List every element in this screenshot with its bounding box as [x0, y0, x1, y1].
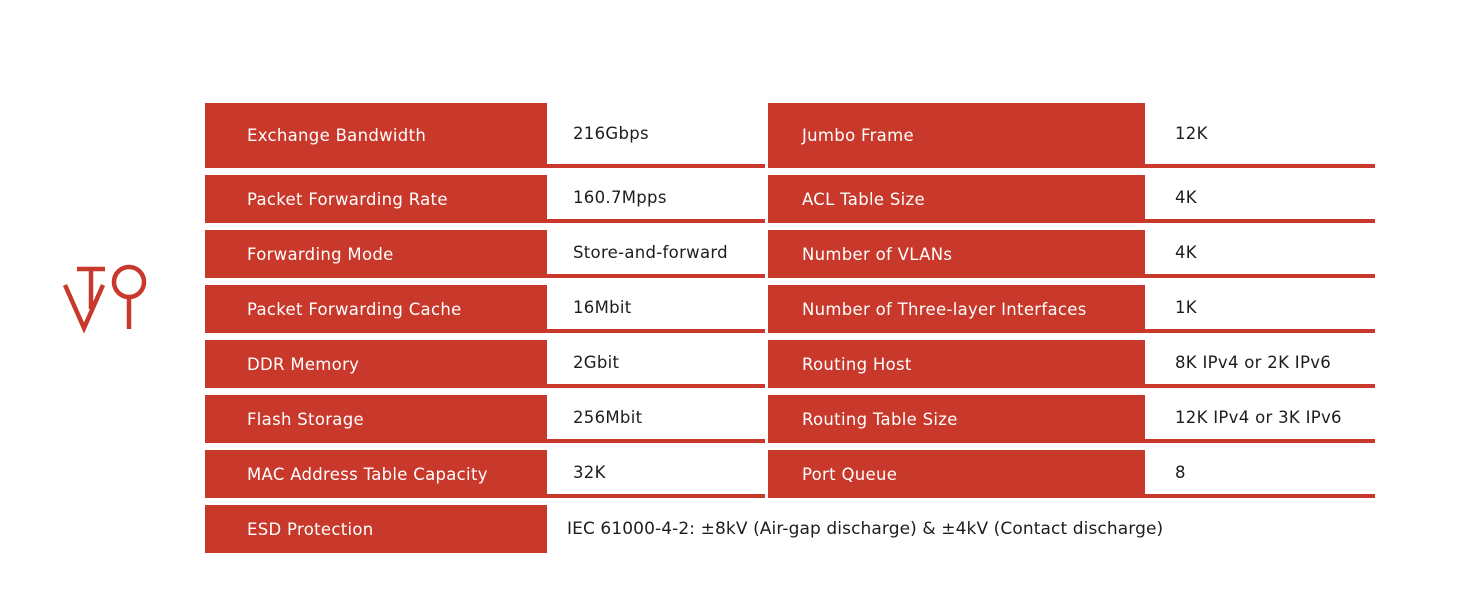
spec-value: 160.7Mpps	[547, 175, 765, 223]
spec-value: 16Mbit	[547, 285, 765, 333]
spec-value: Store-and-forward	[547, 230, 765, 278]
spec-value: 256Mbit	[547, 395, 765, 443]
spec-label: Number of VLANs	[768, 230, 1145, 278]
spec-label: ESD Protection	[205, 505, 547, 553]
spec-value: 4K	[1145, 230, 1375, 278]
tovi-logo-icon	[62, 264, 147, 334]
spec-label: ACL Table Size	[768, 175, 1145, 223]
spec-label: Flash Storage	[205, 395, 547, 443]
spec-label: Forwarding Mode	[205, 230, 547, 278]
spec-label: Packet Forwarding Rate	[205, 175, 547, 223]
spec-value: 12K	[1145, 103, 1375, 168]
spec-label: Exchange Bandwidth	[205, 103, 547, 168]
spec-value: 12K IPv4 or 3K IPv6	[1145, 395, 1375, 443]
spec-value: 1K	[1145, 285, 1375, 333]
spec-value: 8	[1145, 450, 1375, 498]
spec-label: MAC Address Table Capacity	[205, 450, 547, 498]
logo-letter-t	[77, 266, 105, 309]
spec-table: Exchange Bandwidth 216Gbps Jumbo Frame 1…	[205, 103, 1375, 553]
spec-value: 32K	[547, 450, 765, 498]
spec-label: Number of Three-layer Interfaces	[768, 285, 1145, 333]
logo-letter-o	[111, 264, 147, 300]
tovi-logo	[57, 254, 153, 340]
spec-label: Port Queue	[768, 450, 1145, 498]
spec-value: 8K IPv4 or 2K IPv6	[1145, 340, 1375, 388]
spec-value-esd: IEC 61000-4-2: ±8kV (Air-gap discharge) …	[547, 505, 1375, 553]
spec-value: 216Gbps	[547, 103, 765, 168]
logo-letter-v	[62, 284, 106, 334]
spec-value: 2Gbit	[547, 340, 765, 388]
spec-value: 4K	[1145, 175, 1375, 223]
spec-label: DDR Memory	[205, 340, 547, 388]
spec-label: Jumbo Frame	[768, 103, 1145, 168]
spec-label: Packet Forwarding Cache	[205, 285, 547, 333]
spec-label: Routing Table Size	[768, 395, 1145, 443]
spec-label: Routing Host	[768, 340, 1145, 388]
